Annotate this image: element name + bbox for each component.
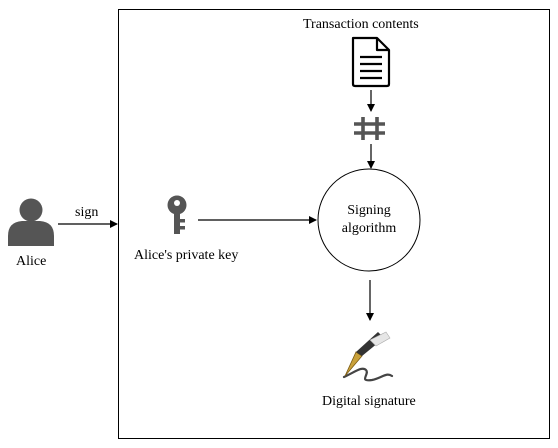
person-icon (8, 198, 54, 246)
private-key-label: Alice's private key (134, 248, 239, 263)
pen-signature-icon (342, 331, 394, 382)
hash-icon (354, 117, 385, 140)
system-boundary-box (118, 9, 550, 439)
alice-label: Alice (16, 254, 47, 269)
digital-signature-label: Digital signature (322, 394, 416, 409)
sign-edge-label: sign (75, 205, 99, 220)
signing-algorithm-line1: Signing (347, 203, 391, 218)
key-icon (167, 195, 187, 234)
signing-algorithm-label: Signing algorithm (316, 202, 422, 238)
document-icon (351, 36, 391, 88)
signing-algorithm-node (317, 168, 421, 272)
transaction-contents-label: Transaction contents (303, 17, 419, 32)
signing-algorithm-line2: algorithm (341, 221, 397, 236)
